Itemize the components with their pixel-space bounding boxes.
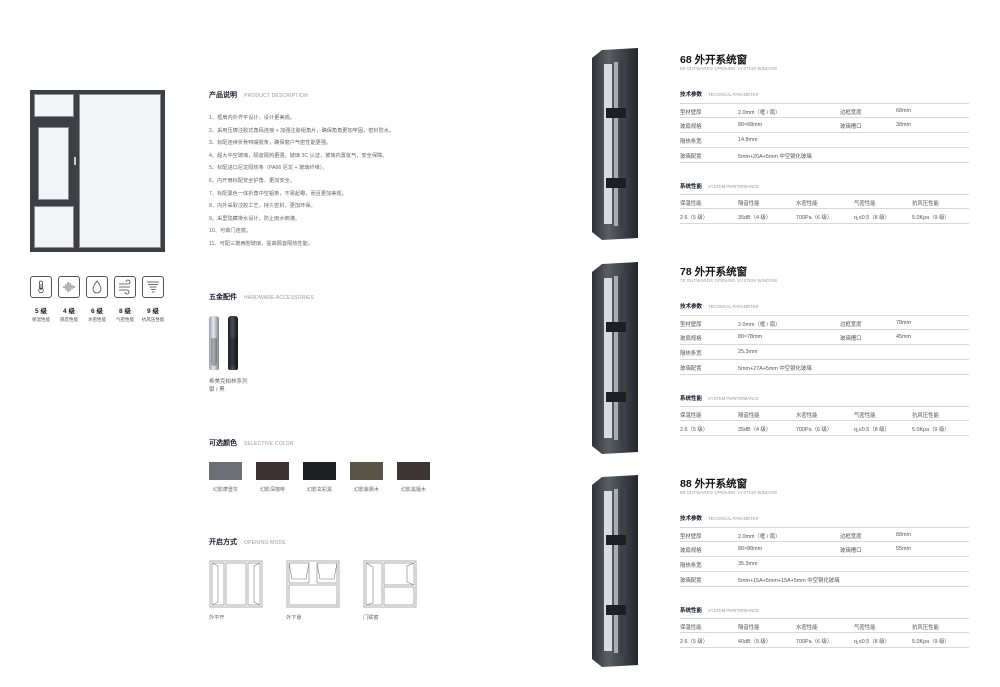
color-swatch [303,462,336,480]
opening-mode-door-window: 门联窗 [363,560,417,621]
profile-88-image [592,475,638,667]
tornado-icon [142,276,164,298]
list-item: 8、内外采取注胶工艺，持久密封，更加环保。 [209,203,316,210]
window-top-fixed-pane [34,94,74,117]
list-item: 7、标配黑色一体折角中空铝条，不易起霉，而且更加美观。 [209,190,347,197]
window-elevation-image [30,90,165,252]
system-68-title: 68 外开系统窗 [680,54,748,66]
color-option: 幻影玄彩黑 [303,462,336,493]
list-item: 3、标配连续折骨鸭嘴胶条，确保窗户气密性能更强。 [209,140,332,147]
color-swatch [397,462,430,480]
casement-out-diagram [209,560,263,608]
table-row: 2.6（5 级）35dB（4 级）700Pa（6 级）q₁≤0.5（8 级）5.… [680,209,969,224]
window-bottom-fixed-pane [34,206,74,248]
black-handle-image [228,316,238,370]
rating-wind-pressure: 9 级 抗风压性能 [142,276,164,323]
system-88-title: 88 外开系统窗 [680,478,748,490]
table-row: 保温性能隔音性能水密性能气密性能抗风压性能 [680,194,969,209]
rating-airtightness: 8 级 气密性能 [114,276,136,323]
airflow-icon [114,276,136,298]
color-option: 幻影深咖啡 [256,462,289,493]
table-row: 2.6（5 级）40dB（5 级）700Pa（6 级）q₁≤0.5（8 级）5.… [680,633,969,648]
profile-68-image [592,48,638,240]
list-item: 10、可做门连窗。 [209,228,252,235]
soundwave-icon [58,276,80,298]
list-item: 1、框扇内外齐平设计，设计更美观。 [209,115,295,121]
thermometer-icon [30,276,52,298]
hardware-caption: 希美克柏林系列 银 / 黑 [209,379,248,393]
system-78-title: 78 外开系统窗 [680,266,748,278]
color-swatch [256,462,289,480]
color-option: 幻影摩登灰 [209,462,242,493]
list-item: 5、标配进口尼龙隔热条（PA66 尼龙 + 玻璃纤维）。 [209,165,328,172]
list-item: 4、超大中空玻璃，隔音隔热更强，玻璃 3C 认证，玻璃内置氩气，安全保障。 [209,152,388,159]
silver-handle-image [209,316,219,370]
top-hung-diagram [286,560,340,608]
opening-mode-casement-out: 外平开 [209,560,263,621]
table-row: 保温性能隔音性能水密性能气密性能抗风压性能 [680,406,969,421]
rating-insulation: 5 级 保温性能 [30,276,52,323]
hardware-handles-image [209,316,238,370]
window-handle [74,157,76,165]
color-option: 幻影黑檀木 [397,462,430,493]
window-opening-sash-pane [38,127,69,200]
color-swatch [209,462,242,480]
water-drop-icon [86,276,108,298]
opening-mode-diagrams: 外平开 外下悬 门联窗 [209,560,417,621]
profile-78-image [592,262,638,454]
table-row: 保温性能隔音性能水密性能气密性能抗风压性能 [680,618,969,633]
color-swatch [350,462,383,480]
rating-watertightness: 6 级 水密性能 [86,276,108,323]
rating-acoustic: 4 级 隔音性能 [58,276,80,323]
performance-rating-icons: 5 级 保温性能 4 级 隔音性能 6 级 水密性能 8 级 气密性能 9 级 … [30,276,164,323]
window-sash-frame [34,121,75,203]
list-item: 6、内开扇标配安全护角，更加安全。 [209,177,295,184]
list-item: 2、采用压铸注胶式角码连接 + 加强注胶组角片，确保角角更加牢固，密封防水。 [209,127,395,134]
opening-mode-top-hung: 外下悬 [286,560,340,621]
color-swatches: 幻影摩登灰 幻影深咖啡 幻影玄彩黑 幻影紫枫木 幻影黑檀木 [209,462,430,493]
product-description-list: 1、框扇内外齐平设计，设计更美观。 2、采用压铸注胶式角码连接 + 加强注胶组角… [209,112,394,251]
list-item: 9、采里隐藏排水设计，防止雨水倒灌。 [209,215,301,222]
table-row: 2.6（5 级）35dB（4 级）700Pa（6 级）q₁≤0.5（8 级）5.… [680,421,969,436]
system-88-subtitle: 88 OUTWARDS OPENING SYSTEM WINDOW [680,490,778,495]
list-item: 11、可配三玻两腔玻璃，提高隔音隔热性能。 [209,240,313,247]
window-large-fixed-pane [79,94,161,248]
color-option: 幻影紫枫木 [350,462,383,493]
system-68-subtitle: 68 OUTWARDS OPENING SYSTEM WINDOW [680,66,778,71]
system-78-subtitle: 78 OUTWARDS OPENING SYSTEM WINDOW [680,278,778,283]
door-window-diagram [363,560,417,608]
